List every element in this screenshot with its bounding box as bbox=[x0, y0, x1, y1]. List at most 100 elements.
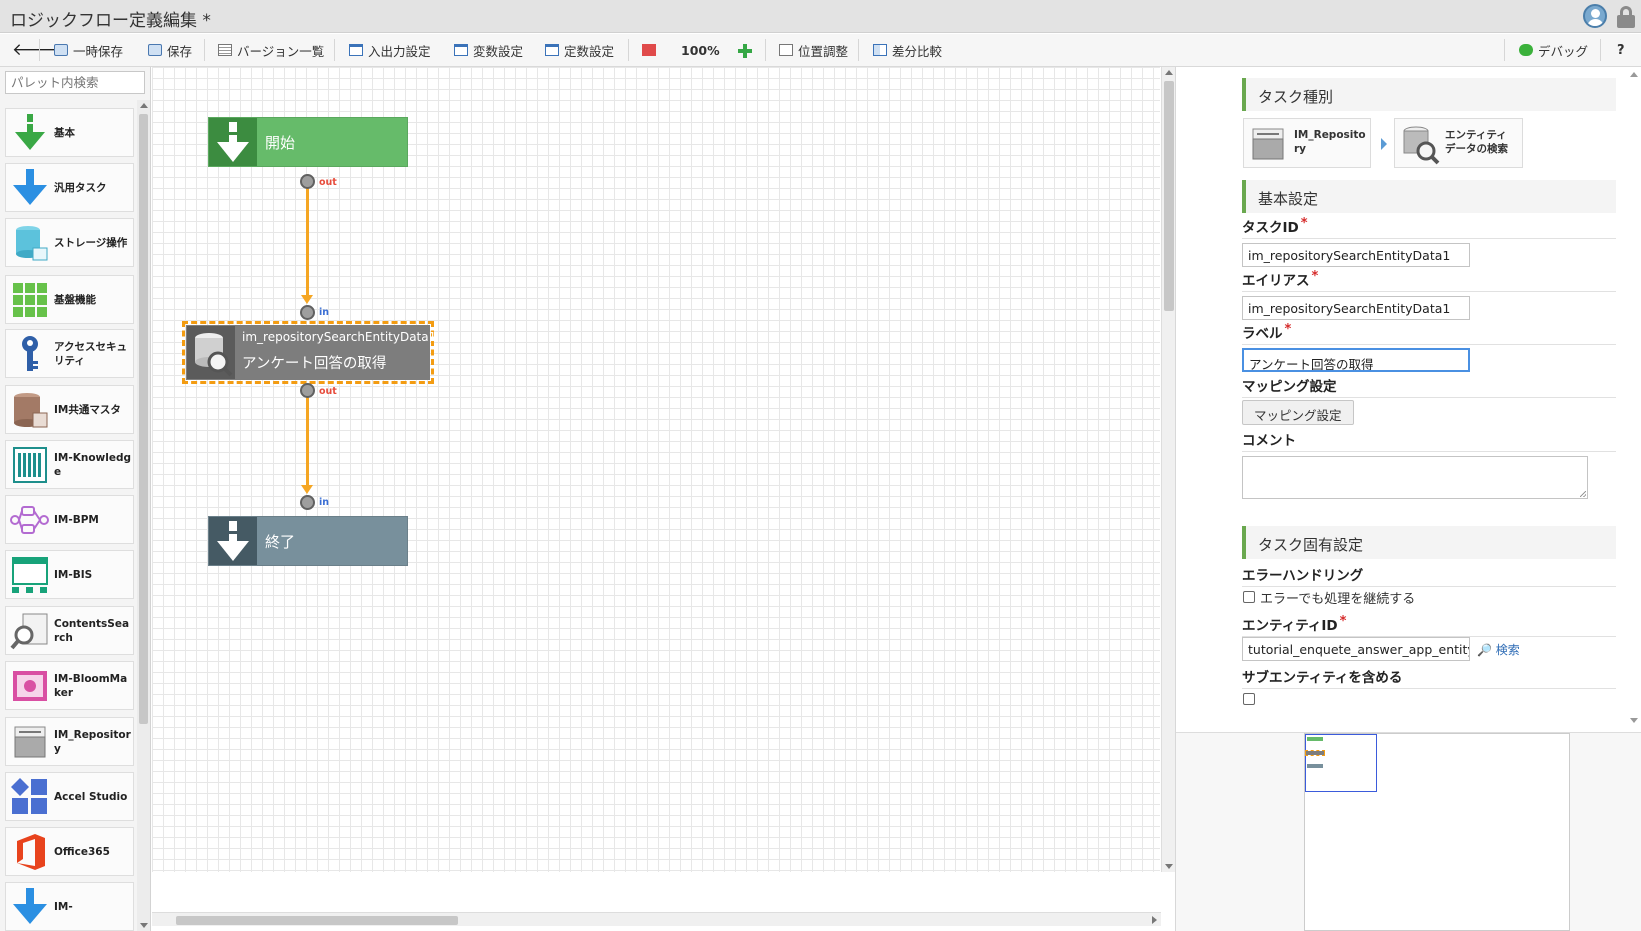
entity-id-label-text: エンティティID bbox=[1242, 618, 1338, 634]
label-field[interactable]: アンケート回答の取得 bbox=[1242, 348, 1470, 372]
required-mark: * bbox=[1300, 216, 1308, 231]
palette-item[interactable]: 汎用タスク bbox=[5, 163, 134, 212]
property-panel-scrollbar[interactable] bbox=[1627, 67, 1641, 732]
version-list-button[interactable]: バージョン一覧 bbox=[218, 34, 324, 66]
help-button[interactable]: ? bbox=[1617, 42, 1625, 58]
connector-arrowhead bbox=[301, 295, 313, 304]
palette-item[interactable]: IM-BPM bbox=[5, 495, 134, 544]
end-node[interactable]: 終了 bbox=[208, 516, 408, 566]
connector-task-end[interactable] bbox=[306, 395, 309, 491]
palette-item[interactable]: Office365 bbox=[5, 827, 134, 876]
label-label: ラベル* bbox=[1242, 322, 1616, 345]
palette-item[interactable]: 基本 bbox=[5, 108, 134, 157]
palette-search-input[interactable] bbox=[5, 71, 145, 94]
canvas-vertical-scrollbar[interactable] bbox=[1161, 67, 1175, 872]
task-in-port[interactable] bbox=[300, 305, 315, 320]
palette-scrollbar[interactable] bbox=[137, 100, 150, 931]
port-out-label: out bbox=[319, 177, 337, 188]
palette-item[interactable]: IM-BIS bbox=[5, 550, 134, 599]
minus-icon bbox=[642, 44, 656, 56]
position-adjust-label: 位置調整 bbox=[798, 43, 849, 59]
entity-id-field[interactable]: tutorial_enquete_answer_app_entity bbox=[1242, 637, 1470, 661]
lock-icon[interactable] bbox=[1617, 6, 1635, 28]
required-mark: * bbox=[1311, 269, 1319, 284]
task-id-field[interactable]: im_repositorySearchEntityData1 bbox=[1242, 243, 1470, 267]
grid-icon bbox=[9, 279, 51, 321]
save-button[interactable]: 保存 bbox=[148, 34, 192, 66]
const-settings-button[interactable]: 定数設定 bbox=[545, 34, 614, 66]
palette-item[interactable]: Accel Studio bbox=[5, 772, 134, 821]
continue-on-error-checkbox[interactable] bbox=[1243, 591, 1255, 603]
mapping-settings-button[interactable]: マッピング設定 bbox=[1242, 400, 1354, 425]
io-settings-button[interactable]: 入出力設定 bbox=[349, 34, 431, 66]
palette-item-label: 基本 bbox=[54, 126, 75, 139]
task-kind-type: エンティティデータの検索 bbox=[1394, 118, 1523, 168]
minimap-start-node bbox=[1307, 737, 1323, 741]
palette-item-label: アクセスセキュリティ bbox=[54, 340, 127, 367]
list-icon bbox=[218, 44, 232, 56]
palette-item-label: 汎用タスク bbox=[54, 181, 107, 194]
minimap[interactable] bbox=[1304, 733, 1570, 931]
temp-save-icon bbox=[54, 44, 68, 56]
palette-item-label: IM共通マスタ bbox=[54, 403, 121, 416]
diff-compare-button[interactable]: 差分比較 bbox=[873, 34, 942, 66]
entity-search-link[interactable]: 🔎 検索 bbox=[1477, 641, 1520, 658]
alias-field[interactable]: im_repositorySearchEntityData1 bbox=[1242, 296, 1470, 320]
contents-search-icon bbox=[9, 610, 51, 652]
end-node-label: 終了 bbox=[265, 533, 296, 551]
task-specific-header: タスク固有設定 bbox=[1242, 526, 1616, 559]
minimap-viewport[interactable] bbox=[1305, 734, 1377, 792]
palette-item[interactable]: 基盤機能 bbox=[5, 275, 134, 324]
user-avatar-icon[interactable] bbox=[1583, 4, 1607, 28]
comment-textarea[interactable] bbox=[1242, 456, 1588, 499]
position-icon bbox=[779, 44, 793, 56]
back-button[interactable]: 🡐 bbox=[12, 34, 58, 66]
temp-save-button[interactable]: 一時保存 bbox=[54, 34, 123, 66]
palette-item-label: Office365 bbox=[54, 845, 110, 858]
temp-save-label: 一時保存 bbox=[73, 43, 124, 59]
task-out-port[interactable] bbox=[300, 383, 315, 398]
zoom-out-button[interactable] bbox=[642, 34, 661, 66]
office365-icon bbox=[9, 831, 51, 873]
panel-splitter[interactable] bbox=[1175, 67, 1176, 931]
palette-item-label: ストレージ操作 bbox=[54, 236, 128, 249]
palette-item[interactable]: アクセスセキュリティ bbox=[5, 329, 134, 378]
palette-item[interactable]: IM- bbox=[5, 882, 134, 931]
palette-item[interactable]: ストレージ操作 bbox=[5, 218, 134, 267]
debug-button[interactable]: デバッグ bbox=[1519, 34, 1588, 66]
continue-on-error-label: エラーでも処理を継続する bbox=[1260, 592, 1416, 607]
include-sub-entity-checkbox[interactable] bbox=[1243, 693, 1255, 705]
palette-item[interactable]: IM-Knowledge bbox=[5, 440, 134, 489]
palette-item[interactable]: IM_Repository bbox=[5, 717, 134, 766]
zoom-level-label: 100% bbox=[681, 42, 720, 58]
minimap-end-node bbox=[1307, 764, 1323, 768]
save-label: 保存 bbox=[167, 43, 193, 59]
io-settings-label: 入出力設定 bbox=[368, 43, 431, 59]
entity-search-label: 検索 bbox=[1495, 643, 1520, 657]
palette-item[interactable]: IM-BloomMaker bbox=[5, 661, 134, 710]
palette-item[interactable]: IM共通マスタ bbox=[5, 385, 134, 434]
knowledge-icon bbox=[9, 444, 51, 486]
label-label-text: ラベル bbox=[1242, 326, 1283, 342]
canvas-horizontal-scrollbar[interactable] bbox=[152, 912, 1161, 926]
flow-canvas[interactable] bbox=[152, 67, 1160, 872]
down-arrow-blue-icon bbox=[9, 167, 51, 209]
window-icon bbox=[454, 44, 468, 56]
zoom-in-button[interactable] bbox=[738, 34, 757, 66]
start-node-label: 開始 bbox=[265, 134, 296, 152]
palette-item-label: IM-BIS bbox=[54, 568, 93, 581]
palette-item[interactable]: ContentsSearch bbox=[5, 606, 134, 655]
start-node[interactable]: 開始 bbox=[208, 117, 408, 167]
connector-start-task[interactable] bbox=[306, 183, 309, 301]
position-adjust-button[interactable]: 位置調整 bbox=[779, 34, 848, 66]
var-settings-button[interactable]: 変数設定 bbox=[454, 34, 523, 66]
task-kind-category-label: IM_Repository bbox=[1294, 129, 1366, 155]
start-arrow-icon bbox=[209, 118, 257, 166]
palette-item-label: IM- bbox=[54, 900, 73, 913]
start-out-port[interactable] bbox=[300, 174, 315, 189]
end-in-port[interactable] bbox=[300, 495, 315, 510]
task-node-selected[interactable]: im_repositorySearchEntityData1 アンケート回答の取… bbox=[182, 321, 436, 384]
window-icon bbox=[349, 44, 363, 56]
minimap-task-node bbox=[1305, 750, 1325, 756]
